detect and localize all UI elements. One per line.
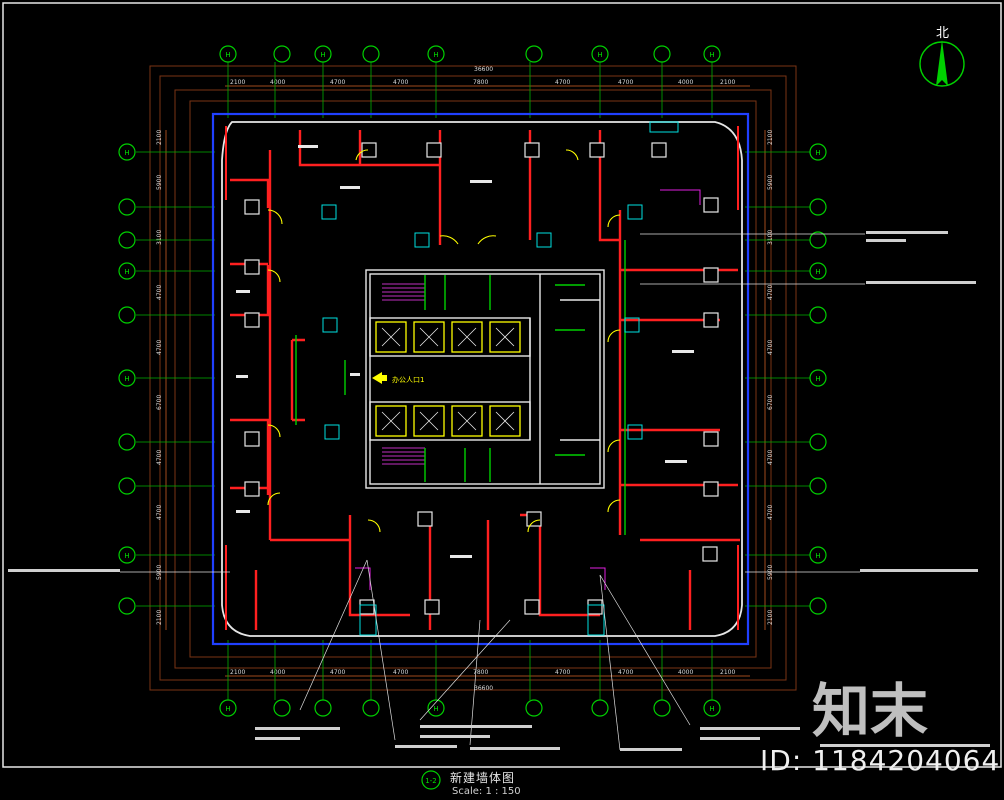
dim-left-2: 5900 xyxy=(156,175,163,190)
svg-text:H: H xyxy=(124,149,129,157)
elevator-crosses xyxy=(381,327,515,431)
dim-right-10: 2100 xyxy=(767,610,774,625)
svg-text:H: H xyxy=(815,149,820,157)
dim-top-7: 4700 xyxy=(618,79,633,86)
svg-text:H: H xyxy=(815,375,820,383)
stairs xyxy=(382,283,425,465)
dim-top-2: 4000 xyxy=(270,79,285,86)
dim-right-7: 4700 xyxy=(767,450,774,465)
svg-text:1-2: 1-2 xyxy=(425,777,436,785)
north-arrow-icon xyxy=(919,40,965,87)
dim-right-1: 2100 xyxy=(767,130,774,145)
elevators xyxy=(375,321,521,437)
annotation-leaders xyxy=(120,233,865,751)
north-label: 北 xyxy=(936,26,950,41)
drawing-scale: Scale: 1 : 150 xyxy=(452,786,521,797)
dim-bottom-6: 4700 xyxy=(555,669,570,676)
dim-right-6: 6700 xyxy=(767,395,774,410)
dim-top-6: 4700 xyxy=(555,79,570,86)
svg-text:H: H xyxy=(225,51,230,59)
dim-top-5: 7800 xyxy=(473,79,488,86)
grid-bubble-labels: H H H H H H H H H H H H H H H H xyxy=(124,51,820,713)
dim-bottom-5: 7800 xyxy=(473,669,488,676)
dim-right-5: 4700 xyxy=(767,340,774,355)
watermark-id: ID: 1184204064 xyxy=(760,744,1001,777)
dim-left-1: 2100 xyxy=(156,130,163,145)
svg-text:H: H xyxy=(597,51,602,59)
dim-left-5: 4700 xyxy=(156,340,163,355)
existing-walls xyxy=(295,240,626,535)
building-shell xyxy=(211,112,750,646)
building-core xyxy=(365,269,605,489)
entrance-arrow xyxy=(372,372,382,384)
dim-top-3: 4700 xyxy=(330,79,345,86)
svg-text:H: H xyxy=(433,51,438,59)
svg-text:H: H xyxy=(815,268,820,276)
dim-top-4: 4700 xyxy=(393,79,408,86)
svg-text:H: H xyxy=(124,552,129,560)
dim-top-9: 2100 xyxy=(720,79,735,86)
svg-text:H: H xyxy=(124,375,129,383)
structural-columns xyxy=(244,142,719,615)
dim-bottom-3: 4700 xyxy=(330,669,345,676)
new-walls xyxy=(230,130,740,630)
door-swings xyxy=(267,149,621,533)
overall-bottom: 36600 xyxy=(474,685,493,692)
center-entrance-label: 办公人口1 xyxy=(392,375,424,384)
drawing-border xyxy=(2,2,1002,768)
dim-left-10: 2100 xyxy=(156,610,163,625)
dim-bottom-4: 4700 xyxy=(393,669,408,676)
dim-left-4: 4700 xyxy=(156,285,163,300)
svg-text:H: H xyxy=(709,705,714,713)
grid-bubbles xyxy=(118,45,827,717)
dimension-labels: 2100 4000 4700 4700 7800 4700 4700 4000 … xyxy=(230,66,735,692)
dimension-lines xyxy=(165,85,766,677)
overall-top: 36600 xyxy=(474,66,493,73)
dim-bottom-9: 2100 xyxy=(720,669,735,676)
dim-left-8: 4700 xyxy=(156,505,163,520)
grid-lines xyxy=(136,62,810,700)
dim-right-2: 5900 xyxy=(767,175,774,190)
annotation-blocks xyxy=(8,231,990,751)
watermark-logo: 知末 xyxy=(812,677,929,745)
dim-bottom-1: 2100 xyxy=(230,669,245,676)
dim-top-8: 4000 xyxy=(678,79,693,86)
dim-left-3: 3100 xyxy=(156,230,163,245)
svg-text:H: H xyxy=(124,268,129,276)
dim-left-7: 4700 xyxy=(156,450,163,465)
entrance-arrow-tail xyxy=(381,375,387,381)
svg-text:H: H xyxy=(225,705,230,713)
dim-top-1: 2100 xyxy=(230,79,245,86)
svg-text:H: H xyxy=(709,51,714,59)
dim-bottom-2: 4000 xyxy=(270,669,285,676)
svg-text:H: H xyxy=(320,51,325,59)
svg-text:H: H xyxy=(815,552,820,560)
title-bubble: 1-2 xyxy=(421,770,441,790)
dim-bottom-8: 4000 xyxy=(678,669,693,676)
drawing-title: 新建墙体图 xyxy=(450,771,516,785)
svg-text:H: H xyxy=(433,705,438,713)
room-tags xyxy=(236,145,694,558)
dim-right-8: 4700 xyxy=(767,505,774,520)
dim-right-4: 4700 xyxy=(767,285,774,300)
dim-bottom-7: 4700 xyxy=(618,669,633,676)
dim-right-3: 3100 xyxy=(767,230,774,245)
dim-left-6: 6700 xyxy=(156,395,163,410)
